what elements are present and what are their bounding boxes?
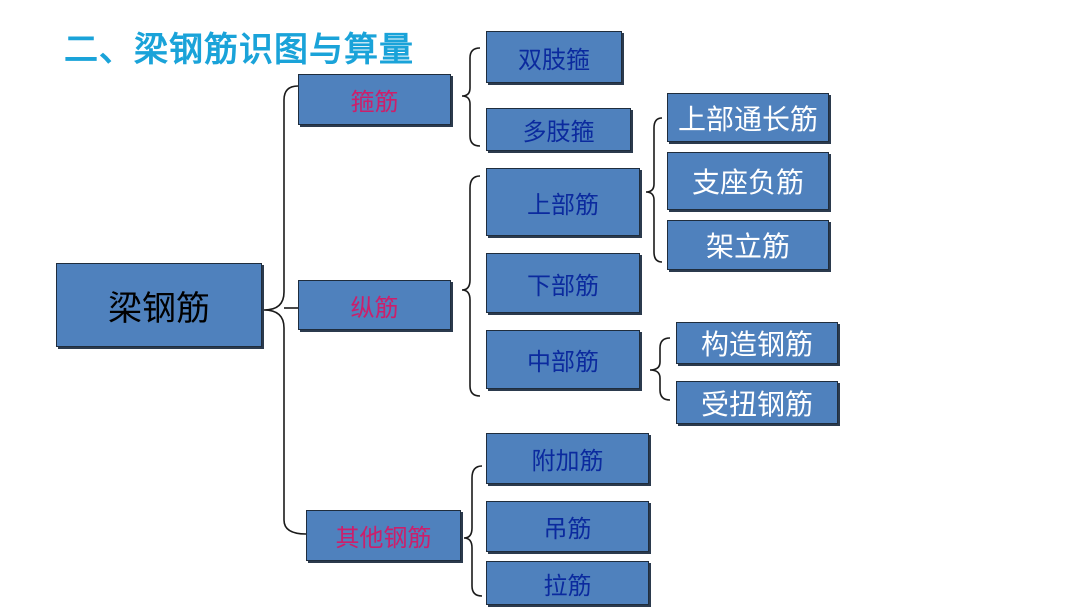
stirrup-multi-leg-label: 多肢箍 xyxy=(522,118,595,146)
top-continuous-bar-label: 上部通长筋 xyxy=(677,102,818,136)
support-negative-bar: 支座负筋 xyxy=(667,152,829,210)
hanger-bar-label: 吊筋 xyxy=(543,515,592,543)
category-longitudinal: 纵筋 xyxy=(298,280,451,330)
root-label: 梁钢筋 xyxy=(108,288,210,329)
longitudinal-bracket xyxy=(461,175,481,397)
top-continuous-bar: 上部通长筋 xyxy=(667,93,829,142)
category-longitudinal-label: 纵筋 xyxy=(350,293,399,322)
middle-bar-bracket xyxy=(649,337,671,401)
page-title: 二、梁钢筋识图与算量 xyxy=(64,30,414,70)
additional-bar: 附加筋 xyxy=(486,433,649,484)
category-other: 其他钢筋 xyxy=(306,510,461,561)
constructional-bar-label: 构造钢筋 xyxy=(700,328,813,361)
category-other-label: 其他钢筋 xyxy=(335,524,432,552)
middle-bar: 中部筋 xyxy=(486,330,640,389)
top-bar: 上部筋 xyxy=(486,168,640,236)
bottom-bar-label: 下部筋 xyxy=(527,271,599,300)
hanger-bar: 吊筋 xyxy=(486,501,649,552)
category-stirrup-label: 箍筋 xyxy=(350,88,399,116)
category-stirrup: 箍筋 xyxy=(298,74,451,125)
root-bracket xyxy=(263,85,307,535)
torsion-bar: 受扭钢筋 xyxy=(676,381,838,424)
stirrup-double-leg-label: 双肢箍 xyxy=(518,45,590,74)
root-node: 梁钢筋 xyxy=(56,263,262,347)
stirrup-bracket xyxy=(461,47,481,147)
stirrup-double-leg: 双肢箍 xyxy=(486,31,622,83)
constructional-bar: 构造钢筋 xyxy=(676,322,838,364)
stirrup-multi-leg: 多肢箍 xyxy=(486,108,631,151)
top-bar-bracket xyxy=(645,117,663,263)
additional-bar-label: 附加筋 xyxy=(531,447,604,475)
tie-bar-label: 拉筋 xyxy=(543,571,592,600)
other-bracket xyxy=(463,465,483,597)
tie-bar: 拉筋 xyxy=(486,561,649,605)
torsion-bar-label: 受扭钢筋 xyxy=(700,387,813,421)
bottom-bar: 下部筋 xyxy=(486,253,640,313)
top-bar-label: 上部筋 xyxy=(527,190,599,219)
support-negative-bar-label: 支座负筋 xyxy=(691,166,804,199)
middle-bar-label: 中部筋 xyxy=(527,348,599,376)
erection-bar: 架立筋 xyxy=(667,220,829,270)
erection-bar-label: 架立筋 xyxy=(705,230,790,263)
